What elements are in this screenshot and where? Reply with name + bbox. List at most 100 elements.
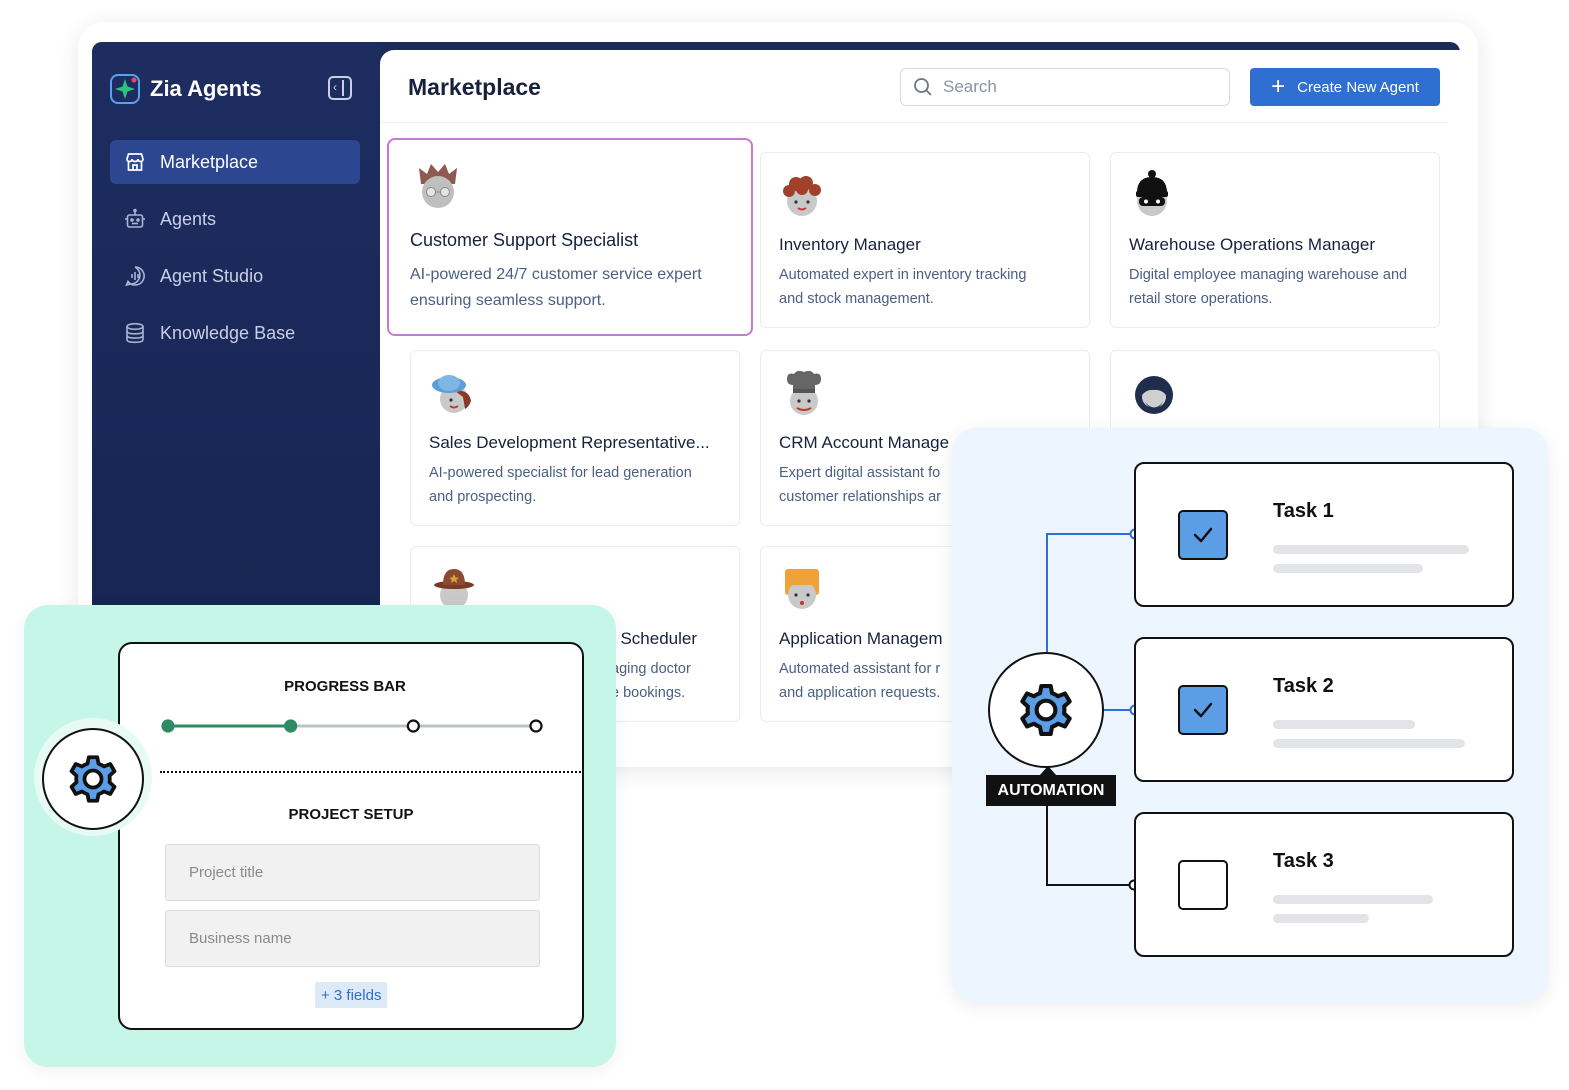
avatar-hooded [1135, 376, 1173, 414]
card-title: Sales Development Representative... [429, 433, 710, 452]
gear-icon [69, 755, 117, 803]
card-title: t Scheduler [611, 629, 697, 648]
avatar-cowboy-hat [434, 569, 474, 609]
chat-wave-icon [125, 266, 145, 287]
sidebar-item-label: Agent Studio [160, 265, 264, 286]
app-name: Zia Agents [150, 76, 262, 101]
agent-card[interactable]: Sales Development Representative... AI-p… [410, 350, 740, 526]
plus-icon: + [1271, 73, 1286, 100]
task-card[interactable]: Task 2 [1134, 637, 1514, 782]
avatar-orange-hair [785, 569, 819, 609]
task-checkbox[interactable] [1178, 510, 1228, 560]
sidebar-item-label: Agents [160, 208, 217, 229]
automation-gear-badge [988, 652, 1104, 768]
card-description: Automated expert in inventory tracking a… [779, 263, 1026, 311]
checkmark-icon [1193, 527, 1213, 543]
task-title: Task 1 [1273, 500, 1334, 522]
settings-badge [42, 728, 144, 830]
card-description-line: and application requests. [779, 685, 941, 701]
page-title: Marketplace [408, 74, 541, 100]
task-card[interactable]: Task 3 [1134, 812, 1514, 957]
card-title: Application Managem [779, 629, 943, 648]
store-icon [126, 153, 144, 171]
brand: Zia Agents [110, 72, 262, 106]
label-pointer [1039, 766, 1057, 776]
card-description-line: aging doctor [611, 661, 691, 677]
checkmark-icon [1193, 702, 1213, 718]
sidebar-item-marketplace[interactable]: Marketplace [110, 140, 360, 184]
create-new-agent-button[interactable]: + Create New Agent [1250, 68, 1440, 106]
sidebar-collapse-icon[interactable]: ‹ [328, 76, 352, 100]
header-divider [380, 122, 1448, 123]
project-setup-label: PROJECT SETUP [288, 806, 414, 823]
progress-step-complete [284, 719, 298, 733]
card-description: AI-powered specialist for lead generatio… [429, 461, 692, 509]
card-title: Warehouse Operations Manager [1129, 235, 1376, 254]
placeholder-line [1273, 895, 1433, 904]
zia-logo-icon [110, 74, 140, 104]
search-input[interactable]: Search [900, 68, 1230, 106]
card-description-line: AI-powered 24/7 customer service expert [410, 266, 702, 283]
card-description: AI-powered 24/7 customer service expert … [410, 262, 702, 314]
progress-bar [161, 719, 543, 733]
card-description-line: customer relationships ar [779, 489, 941, 505]
card-description-line: AI-powered specialist for lead generatio… [429, 465, 692, 481]
placeholder-line [1273, 720, 1415, 729]
field-placeholder: Project title [189, 864, 264, 881]
avatar-blue-hat [432, 375, 471, 413]
project-title-field[interactable]: Project title [165, 844, 540, 901]
task-title: Task 2 [1273, 675, 1334, 697]
progress-bar-label: PROGRESS BAR [284, 678, 406, 695]
placeholder-line [1273, 739, 1465, 748]
project-setup-card: PROGRESS BAR PROJECT SETUP Project title… [118, 642, 584, 1030]
avatar-chef-hat [787, 370, 821, 415]
database-icon [126, 322, 144, 344]
placeholder-line [1273, 914, 1369, 923]
gear-icon [1020, 684, 1072, 736]
card-description: Digital employee managing warehouse and … [1129, 263, 1407, 311]
card-description-line: e bookings. [611, 685, 686, 701]
card-title: Customer Support Specialist [410, 230, 639, 250]
task-checkbox[interactable] [1178, 685, 1228, 735]
card-description: Expert digital assistant fo customer rel… [779, 461, 941, 509]
field-placeholder: Business name [189, 930, 292, 947]
search-icon [914, 78, 932, 96]
automation-label: AUTOMATION [986, 775, 1116, 806]
avatar-beanie [1136, 170, 1168, 216]
sidebar-item-knowledge-base[interactable]: Knowledge Base [110, 311, 360, 355]
progress-step-pending [529, 719, 543, 733]
card-description-line: retail store operations. [1129, 291, 1273, 307]
avatar-spiky-hair [419, 164, 457, 208]
avatar-curly-hair [783, 176, 821, 216]
card-title: CRM Account Manage [779, 433, 950, 452]
sidebar-item-label: Marketplace [160, 151, 259, 172]
card-description-line: Automated assistant for r [779, 661, 941, 677]
card-title: Inventory Manager [779, 235, 921, 254]
card-description-line: Automated expert in inventory tracking [779, 267, 1027, 283]
create-button-label: Create New Agent [1297, 78, 1419, 96]
progress-step-pending [406, 719, 420, 733]
business-name-field[interactable]: Business name [165, 910, 540, 967]
card-description: Automated assistant for r and applicatio… [779, 657, 940, 705]
agent-card[interactable]: Warehouse Operations Manager Digital emp… [1110, 152, 1440, 328]
section-divider [160, 771, 584, 773]
card-description: aging doctor e bookings. [611, 657, 691, 705]
task-title: Task 3 [1273, 850, 1334, 872]
sidebar-item-agents[interactable]: Agents [110, 197, 360, 241]
task-card[interactable]: Task 1 [1134, 462, 1514, 607]
more-fields-badge[interactable]: + 3 fields [315, 982, 388, 1008]
placeholder-line [1273, 564, 1423, 573]
card-description-line: and prospecting. [429, 489, 537, 505]
task-checkbox[interactable] [1178, 860, 1228, 910]
card-description-line: and stock management. [779, 291, 934, 307]
sidebar-item-label: Knowledge Base [160, 322, 296, 343]
sidebar-item-agent-studio[interactable]: Agent Studio [110, 254, 360, 298]
progress-step-complete [161, 719, 175, 733]
card-description-line: Expert digital assistant fo [779, 465, 941, 481]
agent-card[interactable]: Inventory Manager Automated expert in in… [760, 152, 1090, 328]
sidebar-nav: Marketplace Agents Agent Studio [110, 140, 360, 368]
robot-icon [125, 208, 145, 228]
search-placeholder: Search [943, 77, 997, 96]
agent-card[interactable]: Customer Support Specialist AI-powered 2… [387, 138, 753, 336]
card-description-line: Digital employee managing warehouse and [1129, 267, 1408, 283]
